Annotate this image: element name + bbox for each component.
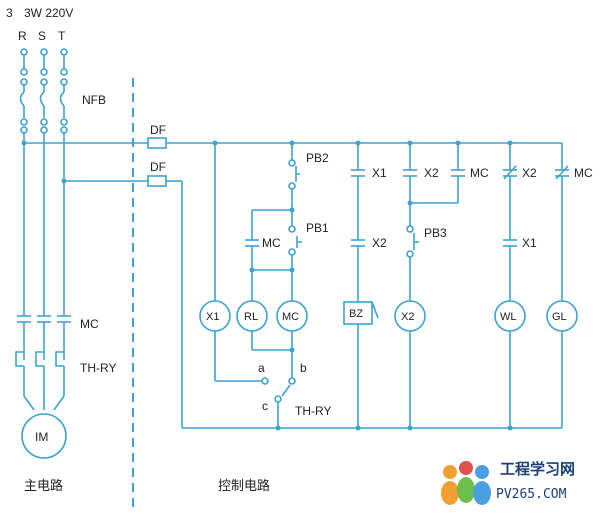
phase-r-label: R: [18, 29, 27, 43]
control-circuit-caption: 控制电路: [218, 478, 270, 494]
nfb-label: NFB: [82, 93, 106, 107]
terminal-c: [274, 395, 282, 403]
x2-contact-b-label: X2: [424, 166, 439, 180]
x1-contact-label: X1: [372, 166, 387, 180]
buzzer-label: BZ: [349, 308, 363, 320]
main-circuit-caption: 主电路: [24, 478, 63, 494]
thry-main-label: TH-RY: [80, 361, 116, 375]
df-fuse-top: [147, 137, 167, 149]
pb2-label: PB2: [306, 151, 329, 165]
phase-s-label: S: [38, 29, 46, 43]
control-feeders: [24, 137, 562, 429]
df-fuse-bottom: [147, 175, 167, 187]
mc-main-contacts: [17, 315, 71, 352]
phase-count: 3: [6, 6, 13, 20]
coil-x1-label: X1: [206, 311, 219, 323]
pb1-label: PB1: [306, 221, 329, 235]
terminal-b-label: b: [300, 361, 307, 375]
x2-contact-label: X2: [372, 236, 387, 250]
mc-aux-label: MC: [262, 236, 281, 250]
terminal-b: [288, 377, 296, 385]
mc-contact-c-label: MC: [574, 166, 593, 180]
main-circuit: NFB MC: [15, 48, 116, 459]
phase-t-label: T: [58, 29, 66, 43]
motor-im: [21, 413, 67, 459]
thermal-relay-main: [15, 351, 65, 411]
terminal-t: [60, 48, 68, 56]
df-top-label: DF: [150, 123, 166, 137]
df-bottom-label: DF: [150, 160, 166, 174]
coil-x2-label: X2: [401, 311, 414, 323]
terminal-a: [261, 377, 269, 385]
mc-main-label: MC: [80, 317, 99, 331]
pb3-label: PB3: [424, 226, 447, 240]
x1-contact-b-label: X1: [522, 236, 537, 250]
watermark-logo: [441, 461, 491, 505]
mc-contact-b-label: MC: [470, 166, 489, 180]
terminal-c-label: c: [262, 399, 268, 413]
x2-contact-c-label: X2: [522, 166, 537, 180]
watermark-title: 工程学习网: [500, 460, 575, 478]
supply-spec: 3W 220V: [24, 6, 73, 20]
watermark-url: PV265.COM: [496, 487, 567, 502]
terminal-a-label: a: [258, 361, 265, 375]
terminal-r: [20, 48, 28, 56]
lamp-rl-label: RL: [244, 311, 258, 323]
lamp-wl-label: WL: [500, 311, 517, 323]
control-circuit: [199, 140, 578, 431]
nfb-breaker: [19, 85, 68, 134]
motor-label: IM: [35, 430, 48, 444]
thry-ctrl-label: TH-RY: [295, 404, 331, 418]
lamp-gl-label: GL: [552, 311, 567, 323]
coil-mc-label: MC: [282, 311, 299, 323]
terminal-s: [40, 48, 48, 56]
